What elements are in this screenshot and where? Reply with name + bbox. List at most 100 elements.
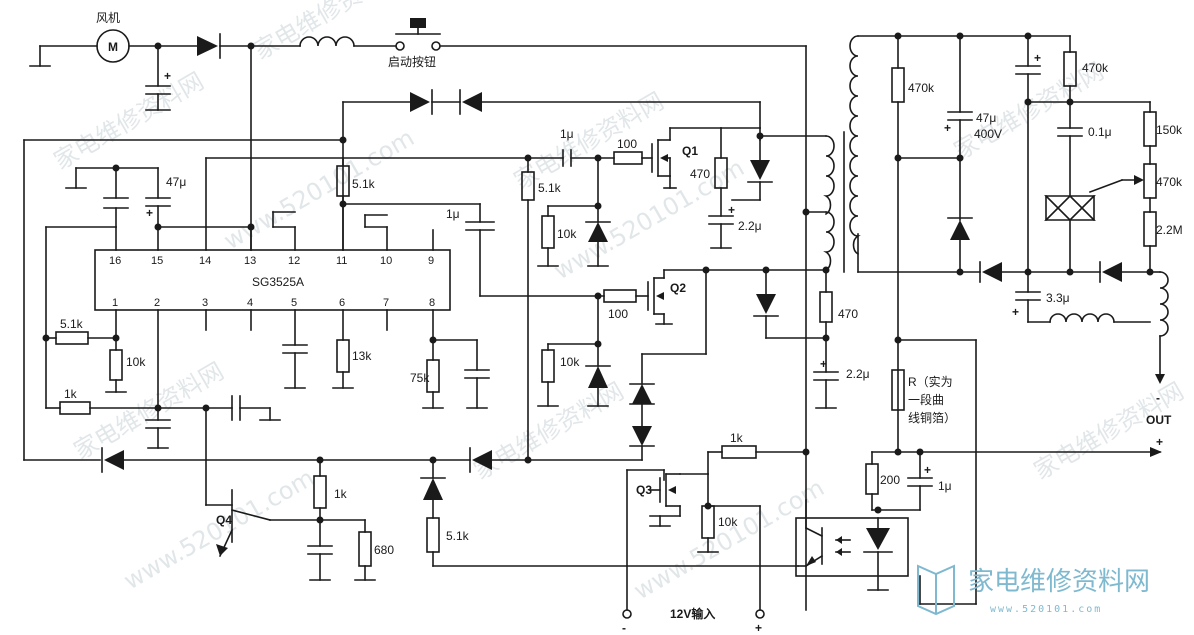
watermark-text: 家电维修资料网 <box>49 67 208 175</box>
pin-15: 15 <box>151 255 163 267</box>
cap-1u-mid-label: 1μ <box>446 207 460 221</box>
input-minus-label: - <box>622 621 626 635</box>
q3-network: Q3 1k 10k <box>626 431 810 611</box>
pin-14: 14 <box>199 255 211 267</box>
input-plus-terminal <box>755 609 765 619</box>
pin-2: 2 <box>154 297 160 309</box>
res-75k-label: 75k <box>410 371 430 385</box>
sg3525a-ic: SG3525A 16 15 14 13 12 11 10 9 1 2 3 4 5… <box>94 139 451 421</box>
timing-network: 13k 75k <box>282 336 490 409</box>
pin11-network: 5.1k 1μ <box>23 89 761 297</box>
polarity-plus: + <box>820 357 827 371</box>
cap-0-1u-label: 0.1μ <box>1088 125 1112 139</box>
q2-mosfet: Q2 <box>647 266 830 325</box>
pin-4: 4 <box>247 297 253 309</box>
cap-2-2u-q1-label: 2.2μ <box>738 219 762 233</box>
out-label: OUT <box>1146 413 1172 427</box>
res-200-label: 200 <box>880 473 900 487</box>
primary-coil-icon <box>823 135 835 216</box>
res-10k-pin1-label: 10k <box>126 355 146 369</box>
pin-12: 12 <box>288 255 300 267</box>
logo-url: www.520101.com <box>990 604 1102 615</box>
polarity-plus: + <box>1034 51 1041 65</box>
r-note-line2: 一段曲 <box>908 392 944 407</box>
watermark-text: 家电维修资料网 <box>1029 377 1188 485</box>
motor-label: M <box>108 40 118 54</box>
ic-body <box>94 249 451 311</box>
watermark-url: www.520101.com <box>629 474 829 606</box>
watermark-text: 家电维修资料网 <box>249 0 408 65</box>
polarity-plus: + <box>944 121 951 135</box>
watermark-url: www.520101.com <box>119 464 319 596</box>
pin-6: 6 <box>339 297 345 309</box>
res-100-q2-label: 100 <box>608 307 628 321</box>
polarity-plus: + <box>924 463 931 477</box>
res-5-1k-top-label: 5.1k <box>352 177 376 191</box>
q1-mosfet: Q1 <box>651 127 827 189</box>
cap-2-2u-q2-label: 2.2μ <box>846 367 870 381</box>
secondary-coil-icon <box>849 35 861 256</box>
pin-3: 3 <box>202 297 208 309</box>
cap-1u-q1-label: 1μ <box>560 127 574 141</box>
q3-label: Q3 <box>636 483 652 497</box>
watermark-text: 家电维修资料网 <box>509 87 668 195</box>
res-1k-q4-label: 1k <box>334 487 348 501</box>
q1-snubber: 470 + 2.2μ <box>690 127 810 249</box>
res-470k-b-label: 470k <box>1082 61 1109 75</box>
q1-label: Q1 <box>682 144 698 158</box>
start-button-label: 启动按钮 <box>388 54 436 69</box>
res-5-1k-q1-label: 5.1k <box>538 181 562 195</box>
optocoupler <box>795 499 909 591</box>
ic-name: SG3525A <box>252 275 304 289</box>
fan-label: 风机 <box>96 11 120 25</box>
transformer <box>805 35 1071 273</box>
q1-drive: 1μ 100 5.1k 10k <box>205 127 653 461</box>
pin-16: 16 <box>109 255 121 267</box>
site-logo: 家电维修资料网 www.520101.com <box>917 564 1150 616</box>
res-100-q1-label: 100 <box>617 137 637 151</box>
pin-1: 1 <box>112 297 118 309</box>
voltage-400v-label: 400V <box>974 127 1002 141</box>
opto-feedback: 5.1k <box>420 459 799 567</box>
out-coil-icon <box>1049 313 1115 323</box>
r-note-line1: R（实为 <box>908 374 953 389</box>
triac-icon <box>1044 195 1096 222</box>
res-680-label: 680 <box>374 543 394 557</box>
tvs-pair <box>629 269 707 461</box>
input-minus-terminal <box>622 609 632 619</box>
res-470-q2-label: 470 <box>838 307 858 321</box>
pin-7: 7 <box>383 297 389 309</box>
polarity-plus: + <box>728 203 735 217</box>
pin-10: 10 <box>380 255 392 267</box>
cap-47u-400v-label: 47μ <box>976 111 996 125</box>
input-plus-label: + <box>755 621 762 635</box>
q2-drive: 100 10k <box>537 289 649 407</box>
res-470-q1-label: 470 <box>690 167 710 181</box>
res-1k-left-label: 1k <box>64 387 78 401</box>
pin-13: 13 <box>244 255 256 267</box>
hv-section: 470k + 47μ 400V + 470k <box>891 32 1183 453</box>
res-10k-q2-label: 10k <box>560 355 580 369</box>
watermark-url: www.520101.com <box>549 154 749 286</box>
res-5-1k-left-label: 5.1k <box>60 317 84 331</box>
res-10k-q3-label: 10k <box>718 515 738 529</box>
inductor-icon <box>299 36 355 47</box>
res-470k-c-label: 470k <box>1156 175 1183 189</box>
polarity-plus: + <box>164 69 171 83</box>
polarity-plus: + <box>146 206 153 220</box>
pin1-pin2-network: 5.1k 10k 1k <box>23 139 281 461</box>
res-13k-label: 13k <box>352 349 372 363</box>
res-5-1k-bottom-label: 5.1k <box>446 529 470 543</box>
output-inductor-icon <box>1159 271 1169 337</box>
pin-11: 11 <box>336 255 347 267</box>
cap-3-3u-label: 3.3μ <box>1046 291 1070 305</box>
output-sense: R（实为 一段曲 线铜箔） 200 + 1μ <box>865 336 1162 605</box>
q4-label: Q4 <box>216 513 232 527</box>
q4-network: Q4 1k 680 <box>205 407 394 581</box>
pin-9: 9 <box>428 255 434 267</box>
optocoupler-body <box>795 517 909 577</box>
res-150k-label: 150k <box>1156 123 1183 137</box>
res-2-2m-label: 2.2M <box>1156 223 1183 237</box>
pin-5: 5 <box>291 297 297 309</box>
